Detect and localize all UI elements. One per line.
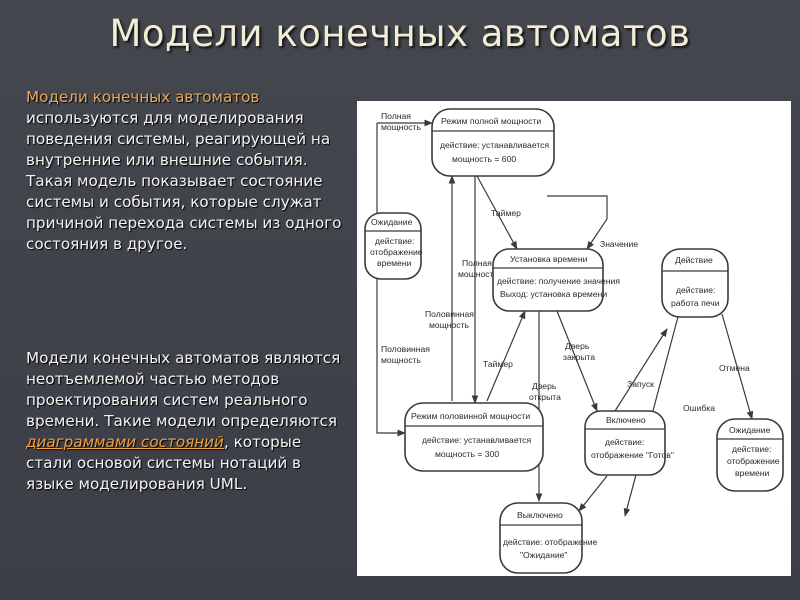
state-set-time-name: Установка времени [510,254,588,264]
paragraph-1: Модели конечных автоматов используются д… [26,87,344,255]
label-full-power-top-1: Полная [381,111,411,121]
state-waiting-right: Ожидание действие: отображение времени [716,418,784,492]
state-waiting-right-action-1: действие: [732,444,771,454]
paragraph-2: Модели конечных автоматов являются неотъ… [26,348,344,495]
state-operation: Действие действие: работа печи [661,248,729,318]
label-door-closed-2: закрыта [563,352,595,362]
state-waiting-action-3: времени [377,258,412,268]
state-enabled-name: Включено [606,415,646,425]
label-timer-1: Таймер [491,208,521,218]
state-waiting-right-action-2: отображение [727,456,780,466]
label-start: Запуск [627,379,654,389]
state-waiting-name: Ожидание [371,217,413,227]
state-waiting-action-1: действие: [375,236,414,246]
state-set-time-action-1: действие: получение значения [497,276,620,286]
label-door-closed-1: Дверь [565,341,590,351]
state-full-power-action-1: действие: устанавливается [440,140,549,150]
label-cancel: Отмена [719,363,750,373]
label-half-power-left-2: мощность [381,355,422,365]
state-operation-action-2: работа печи [671,298,720,308]
edge-enabled-to-operation [614,328,668,412]
state-full-power-name: Режим полной мощности [441,116,541,126]
state-half-power-action-1: действие: устанавливается [422,435,531,445]
state-set-time: Установка времени действие: получение зн… [492,248,620,312]
paragraph-2-before: Модели конечных автоматов являются неотъ… [26,349,341,430]
state-disabled-name: Выключено [517,510,563,520]
state-diagram: Полная мощность Таймер Значение Полная м… [357,101,791,576]
state-waiting-right-name: Ожидание [729,425,771,435]
state-disabled-action-1: действие: отображение [503,537,598,547]
label-full-power-mid-2: мощность [458,269,499,279]
label-full-power-top-2: мощность [381,122,422,132]
state-enabled-action-1: действие: [605,437,644,447]
edge-enabled-to-disabled [578,475,608,512]
state-disabled-action-2: "Ожидание" [520,550,567,560]
edge-value-loop [547,195,608,250]
state-enabled: Включено действие: отображение "Готов" [584,410,674,476]
state-diagrams-link[interactable]: диаграммами состояний [26,433,224,451]
state-waiting-action-2: отображение [370,247,423,257]
state-diagram-svg: Полная мощность Таймер Значение Полная м… [364,108,784,574]
label-half-power-mid-2: мощность [429,320,470,330]
state-disabled: Выключено действие: отображение "Ожидани… [499,502,598,574]
edge-full-to-settime [476,175,518,250]
label-half-power-mid-1: Половинная [425,309,474,319]
state-half-power: Режим половинной мощности действие: уста… [404,402,544,472]
state-waiting: Ожидание действие: отображение времени [364,212,423,280]
edge-waiting-to-half [376,251,406,437]
label-value: Значение [600,239,638,249]
state-full-power: Режим полной мощности действие: устанавл… [431,108,555,177]
slide-title: Модели конечных автоматов [109,12,691,55]
label-error: Ошибка [683,403,715,413]
state-operation-action-1: действие: [676,285,715,295]
paragraph-1-highlight: Модели конечных автоматов [26,88,260,106]
edge-settime-to-enabled [556,310,598,412]
edge-operation-to-waiting2 [721,313,754,420]
state-half-power-name: Режим половинной мощности [411,411,530,421]
label-door-open-1: Дверь [532,381,557,391]
label-door-open-2: открыта [529,392,561,402]
state-enabled-action-2: отображение "Готов" [591,450,674,460]
state-set-time-action-2: Выход: установка времени [500,289,607,299]
label-half-power-left-1: Половинная [381,344,430,354]
paragraph-1-text: используются для моделирования поведения… [26,109,342,253]
state-full-power-action-2: мощность = 600 [452,154,516,164]
edge-half-to-settime [486,310,526,402]
state-operation-name: Действие [675,255,713,265]
label-timer-2: Таймер [483,359,513,369]
state-half-power-action-2: мощность = 300 [435,449,499,459]
state-waiting-right-action-3: времени [735,468,770,478]
paragraph-2-after: , которые стали основой системы нотаций … [26,433,302,493]
edge-labels: Полная мощность Таймер Значение Полная м… [381,111,750,413]
label-full-power-mid-1: Полная [462,258,492,268]
